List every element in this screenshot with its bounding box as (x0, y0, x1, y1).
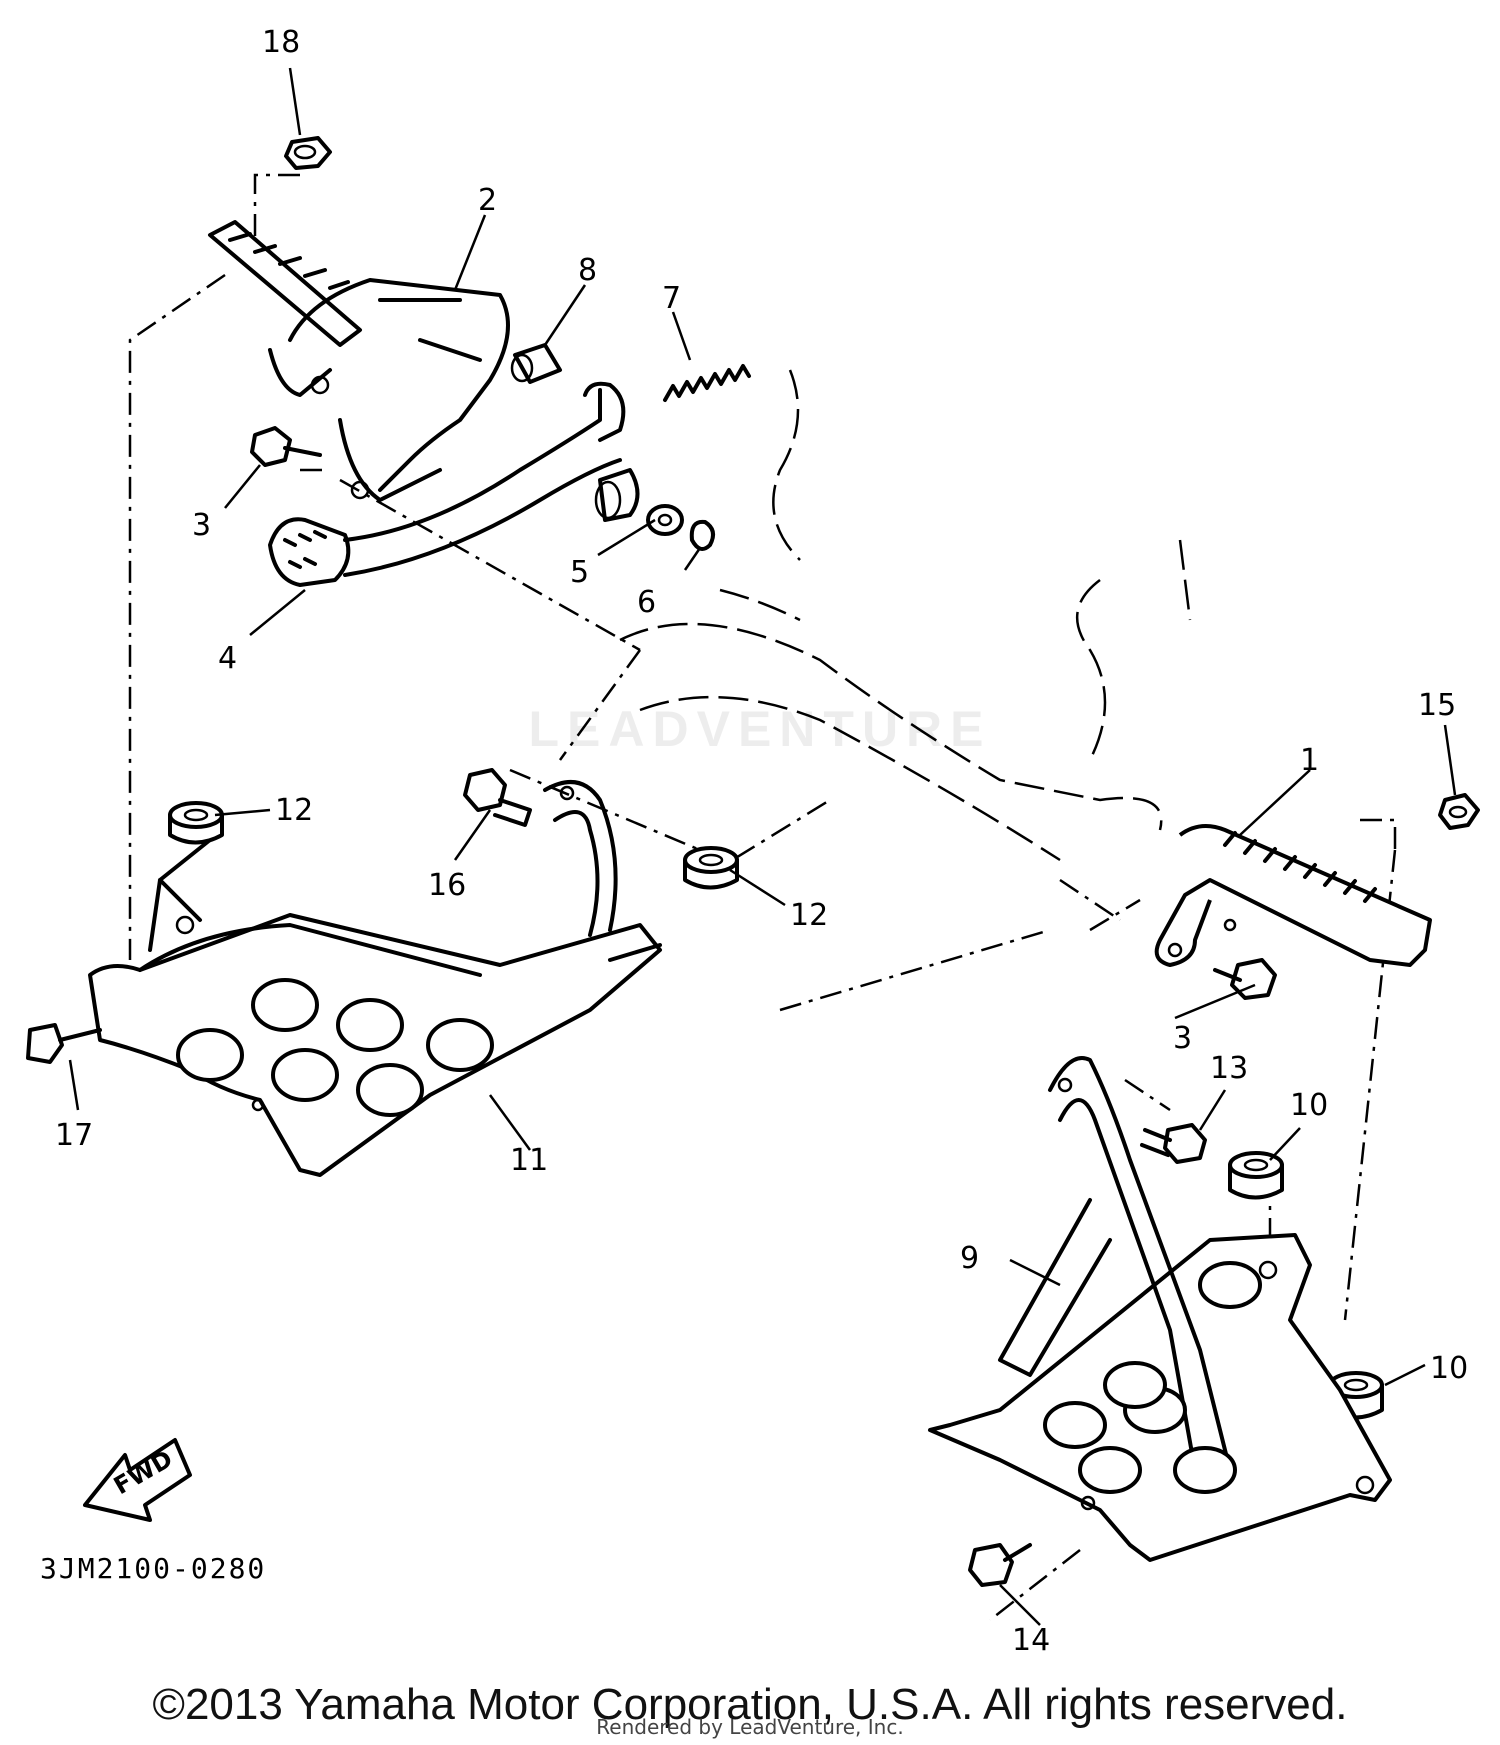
callout-11: 11 (510, 1143, 548, 1178)
callout-10-upper: 10 (1290, 1088, 1328, 1123)
callout-16: 16 (428, 868, 466, 903)
part-16-bolt (463, 768, 532, 827)
part-code: 3JM2100-0280 (40, 1552, 266, 1585)
watermark: LEADVENTURE (528, 701, 992, 757)
part-4-brake-pedal (268, 381, 640, 587)
part-6-clip (689, 519, 716, 551)
callout-13: 13 (1210, 1051, 1248, 1086)
part-10-grommet-a (1228, 1151, 1284, 1200)
callout-9: 9 (960, 1241, 979, 1276)
callout-18: 18 (262, 25, 300, 60)
callout-17: 17 (55, 1118, 93, 1153)
callout-6: 6 (637, 585, 656, 620)
part-14-bolt (968, 1543, 1032, 1587)
callout-8: 8 (578, 253, 597, 288)
part-5-washer (646, 504, 684, 536)
callout-1: 1 (1300, 743, 1319, 778)
callout-14: 14 (1012, 1623, 1050, 1658)
part-17-bolt (26, 1023, 102, 1064)
callout-12-left: 12 (275, 793, 313, 828)
callout-12-right: 12 (790, 898, 828, 933)
leader-lines (68, 67, 1457, 1626)
callout-5: 5 (570, 555, 589, 590)
copyright-notice: ©2013 Yamaha Motor Corporation, U.S.A. A… (152, 1680, 1348, 1729)
part-3-bolt-right (1213, 958, 1277, 1000)
callout-4: 4 (218, 641, 237, 676)
callout-3-left: 3 (192, 508, 211, 543)
part-7-spring (663, 364, 751, 402)
callout-3-right: 3 (1173, 1021, 1192, 1056)
part-13-bolt (1140, 1123, 1207, 1164)
callout-15: 15 (1418, 688, 1456, 723)
rendered-by-notice: Rendered by LeadVenture, Inc. (596, 1715, 904, 1739)
part-12-grommet-b (683, 846, 739, 890)
callout-7: 7 (662, 281, 681, 316)
left-footboard-bar (543, 780, 618, 937)
part-2-left-footrest-bracket (208, 220, 510, 502)
part-15-nut (1438, 793, 1480, 830)
callout-2: 2 (478, 183, 497, 218)
callout-labels: 18 2 8 7 3 5 6 4 12 16 12 1 15 3 13 10 9… (55, 25, 1468, 1658)
part-3-bolt-left (250, 426, 322, 467)
part-1-right-footrest (1154, 824, 1432, 967)
assembly-lines (128, 173, 1397, 1621)
fwd-arrow: FWD (83, 1438, 192, 1522)
callout-10-lower: 10 (1430, 1351, 1468, 1386)
part-11-left-footboard (88, 838, 662, 1177)
frame-outline (619, 369, 1192, 862)
part-18-nut (284, 136, 332, 170)
part-12-grommet-a (168, 801, 224, 845)
part-8-collar (510, 343, 562, 384)
part-9-right-footboard (928, 1056, 1392, 1562)
